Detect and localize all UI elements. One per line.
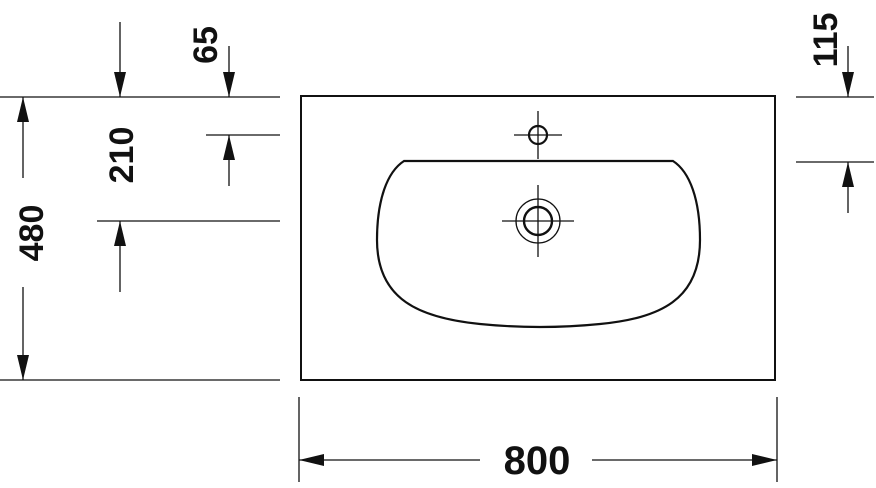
drain-icon bbox=[502, 185, 574, 257]
dimension-label-210: 210 bbox=[103, 127, 141, 184]
dimension-label-480: 480 bbox=[13, 205, 51, 262]
extension-lines-right bbox=[796, 96, 874, 163]
bowl-outline bbox=[375, 159, 702, 329]
basin-outline bbox=[300, 95, 776, 381]
dimension-65 bbox=[223, 46, 235, 186]
dimension-label-800: 800 bbox=[504, 439, 571, 483]
dimension-800 bbox=[298, 397, 778, 482]
extension-lines-left bbox=[0, 96, 280, 381]
dimension-480 bbox=[17, 97, 29, 380]
dimension-label-65: 65 bbox=[187, 26, 225, 64]
tap-hole-icon bbox=[514, 111, 562, 159]
dimension-label-115: 115 bbox=[807, 13, 845, 68]
dimension-115 bbox=[842, 46, 854, 213]
dimension-210 bbox=[114, 22, 126, 292]
